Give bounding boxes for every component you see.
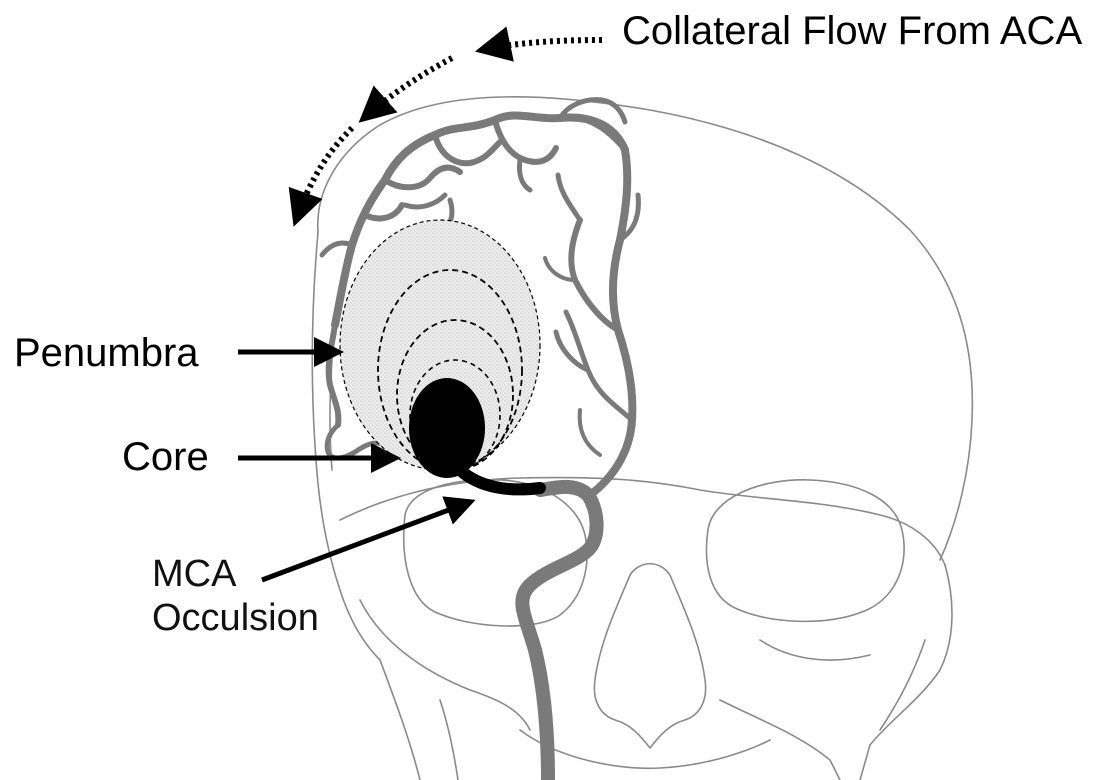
collateral-dotted-segment-1 — [482, 40, 602, 50]
ischemic-region — [340, 220, 540, 489]
mca-label-line2: Occulsion — [152, 597, 319, 639]
penumbra-label: Penumbra — [14, 331, 199, 375]
core-label: Core — [122, 435, 209, 479]
collateral-dotted-segment-3 — [296, 128, 352, 220]
core-region — [409, 378, 485, 478]
mca-occlusion-arrow — [262, 502, 470, 580]
collateral-dotted-segment-2 — [364, 58, 452, 118]
collateral-flow-label: Collateral Flow From ACA — [622, 9, 1082, 53]
mca-label-line1: MCA — [152, 553, 237, 595]
